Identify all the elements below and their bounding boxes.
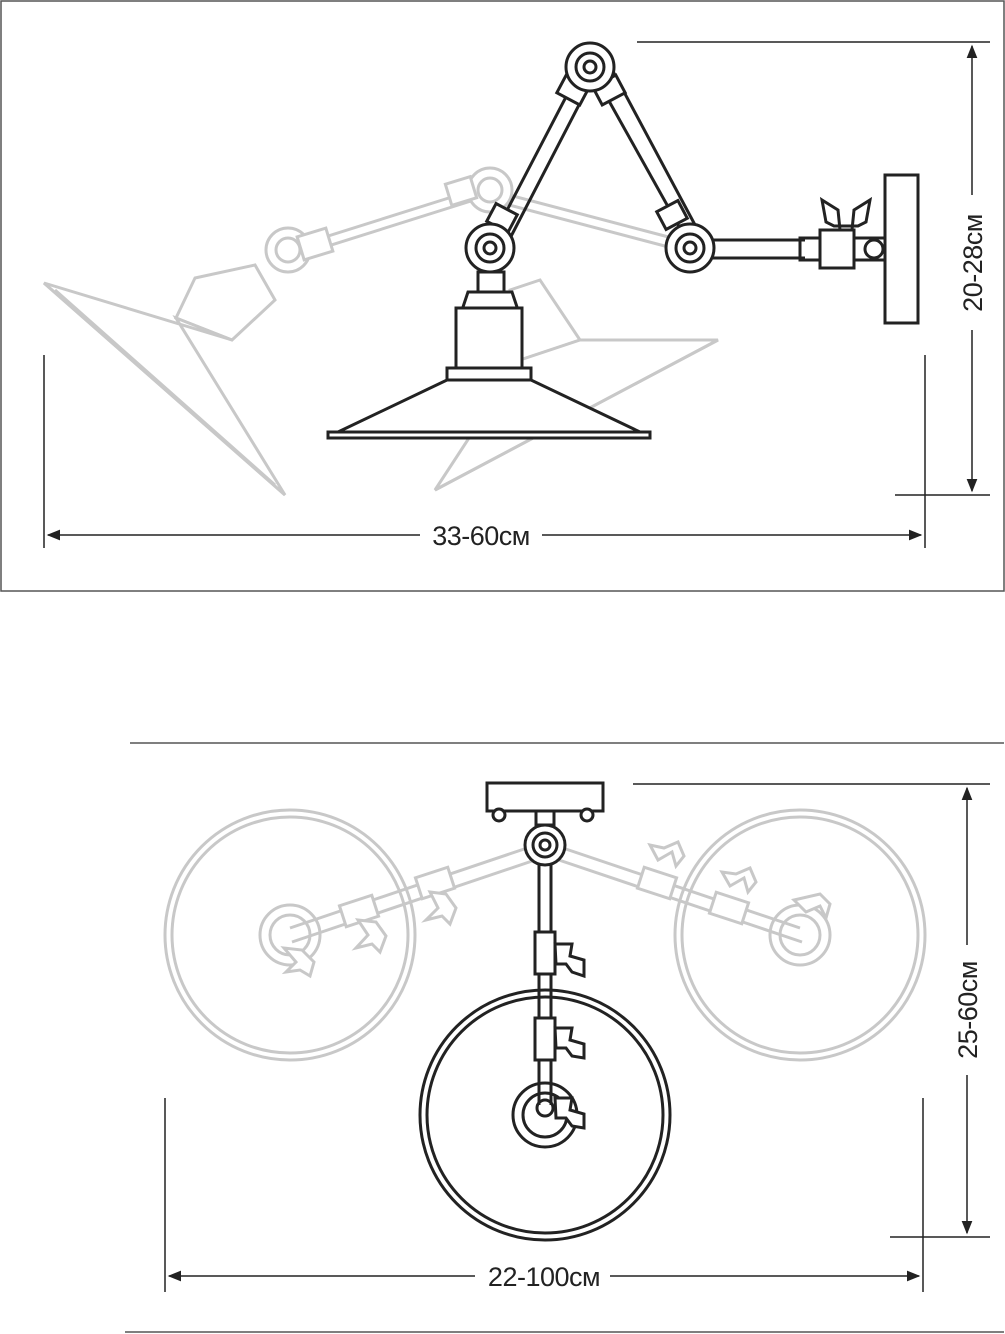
top-width-label: 22-100см <box>488 1262 600 1292</box>
side-view-frame <box>0 0 1005 592</box>
side-dimensions <box>43 41 990 548</box>
side-ghost-lamp <box>43 166 719 497</box>
side-main-shade <box>326 270 652 440</box>
side-wall-mount <box>798 173 920 325</box>
side-main-arm <box>464 41 805 274</box>
top-height-label: 25-60см <box>953 961 983 1059</box>
top-mount-plate <box>485 781 605 827</box>
side-view-panel: 33-60см 20-28см <box>0 0 1005 592</box>
top-dimensions <box>164 783 990 1292</box>
top-ghost-lamps <box>163 808 927 1062</box>
top-main-arm <box>523 823 586 1105</box>
side-width-label: 33-60см <box>432 521 530 551</box>
side-height-label: 20-28см <box>958 214 988 312</box>
top-view-panel: 22-100см 25-60см <box>125 742 1004 1333</box>
top-main-shade <box>418 988 672 1242</box>
